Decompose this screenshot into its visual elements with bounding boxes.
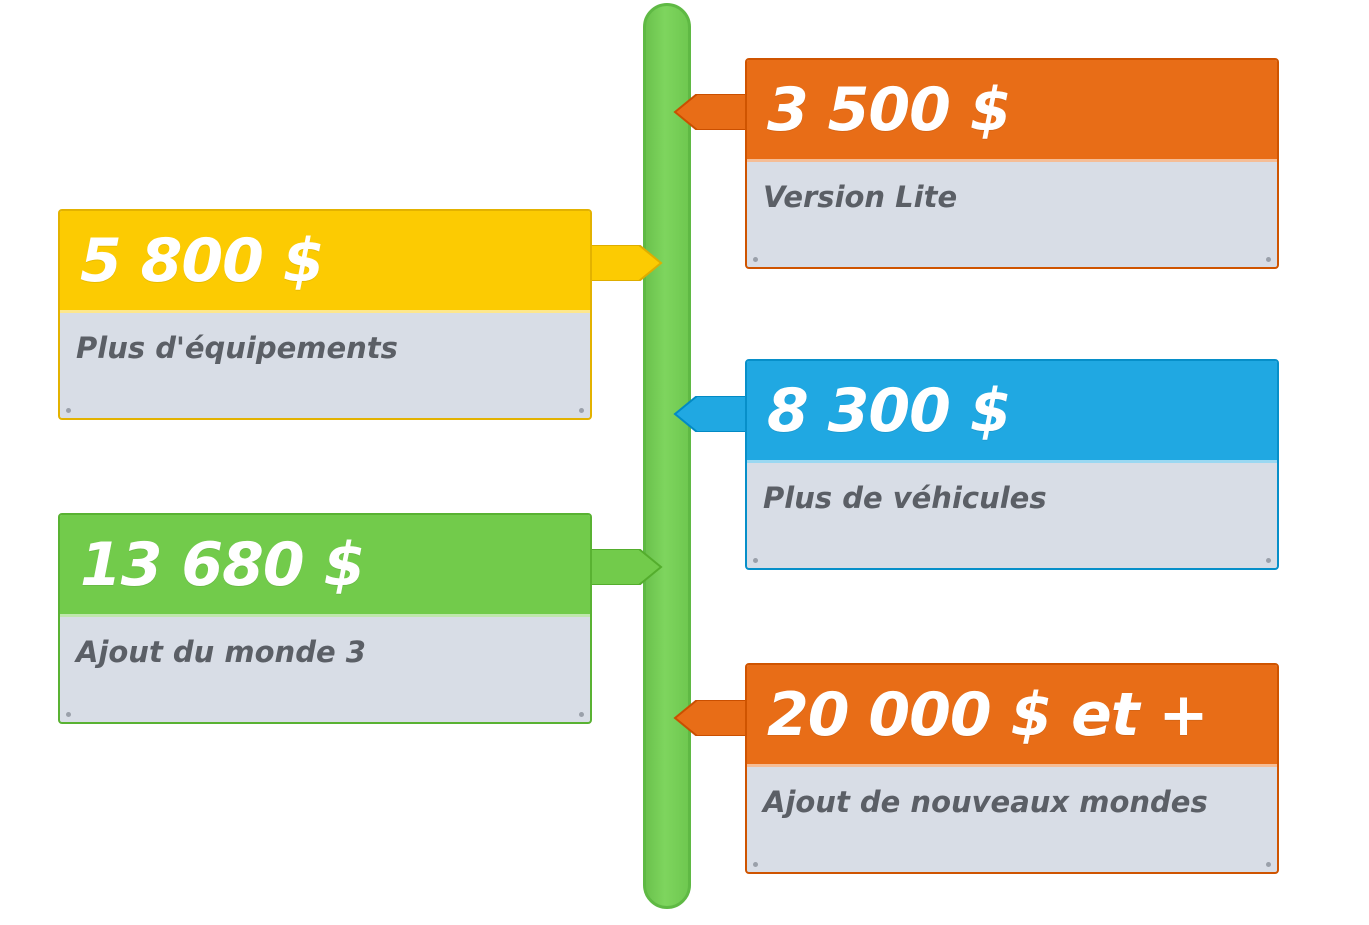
screw-dot	[753, 862, 758, 867]
connector-4	[587, 549, 663, 585]
milestone-description-1: Version Lite	[747, 162, 1277, 267]
milestone-description-5: Ajout de nouveaux mondes	[747, 767, 1277, 872]
milestone-amount-1: 3 500 $	[747, 60, 1277, 162]
milestone-description-text: Ajout du monde 3	[76, 635, 366, 669]
screw-dot	[579, 408, 584, 413]
connector-5	[673, 700, 749, 736]
screw-dot	[66, 712, 71, 717]
connector-1	[673, 94, 749, 130]
screw-dot	[753, 257, 758, 262]
milestone-card-4: 13 680 $ Ajout du monde 3	[58, 513, 592, 724]
milestone-amount-4: 13 680 $	[60, 515, 590, 617]
timeline-spine	[643, 3, 691, 909]
screw-dot	[1266, 558, 1271, 563]
screw-dot	[579, 712, 584, 717]
connector-3	[673, 396, 749, 432]
milestone-card-3: 8 300 $ Plus de véhicules	[745, 359, 1279, 570]
milestone-description-2: Plus d'équipements	[60, 313, 590, 418]
milestone-card-5: 20 000 $ et + Ajout de nouveaux mondes	[745, 663, 1279, 874]
milestone-amount-5: 20 000 $ et +	[747, 665, 1277, 767]
milestone-description-4: Ajout du monde 3	[60, 617, 590, 722]
connector-2	[587, 245, 663, 281]
screw-dot	[1266, 257, 1271, 262]
screw-dot	[66, 408, 71, 413]
screw-dot	[753, 558, 758, 563]
milestone-card-1: 3 500 $ Version Lite	[745, 58, 1279, 269]
milestone-card-2: 5 800 $ Plus d'équipements	[58, 209, 592, 420]
milestone-amount-3: 8 300 $	[747, 361, 1277, 463]
milestone-description-text: Plus d'équipements	[76, 331, 398, 365]
milestone-description-text: Version Lite	[763, 180, 958, 214]
milestone-description-text: Ajout de nouveaux mondes	[763, 785, 1208, 819]
milestone-description-3: Plus de véhicules	[747, 463, 1277, 568]
screw-dot	[1266, 862, 1271, 867]
milestone-amount-2: 5 800 $	[60, 211, 590, 313]
milestone-description-text: Plus de véhicules	[763, 481, 1047, 515]
